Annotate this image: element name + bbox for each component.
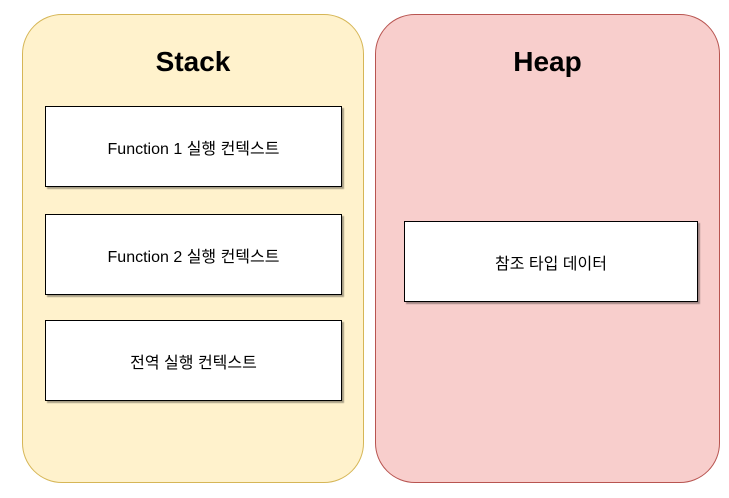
stack-frame-label: 전역 실행 컨텍스트 bbox=[130, 354, 257, 372]
heap-reference-data-box: 참조 타입 데이터 bbox=[404, 221, 698, 302]
stack-region: Stack Function 1 실행 컨텍스트 Function 2 실행 컨… bbox=[22, 14, 364, 483]
stack-frame-global: 전역 실행 컨텍스트 bbox=[45, 320, 342, 401]
heap-data-label: 참조 타입 데이터 bbox=[495, 255, 607, 273]
heap-region: Heap 참조 타입 데이터 bbox=[375, 14, 720, 483]
stack-frame-label: Function 1 실행 컨텍스트 bbox=[107, 140, 280, 158]
heap-title: Heap bbox=[513, 46, 582, 77]
stack-frame-function-2: Function 2 실행 컨텍스트 bbox=[45, 214, 342, 295]
stack-frame-function-1: Function 1 실행 컨텍스트 bbox=[45, 106, 342, 187]
stack-title: Stack bbox=[155, 46, 231, 77]
stack-frame-label: Function 2 실행 컨텍스트 bbox=[107, 248, 280, 266]
